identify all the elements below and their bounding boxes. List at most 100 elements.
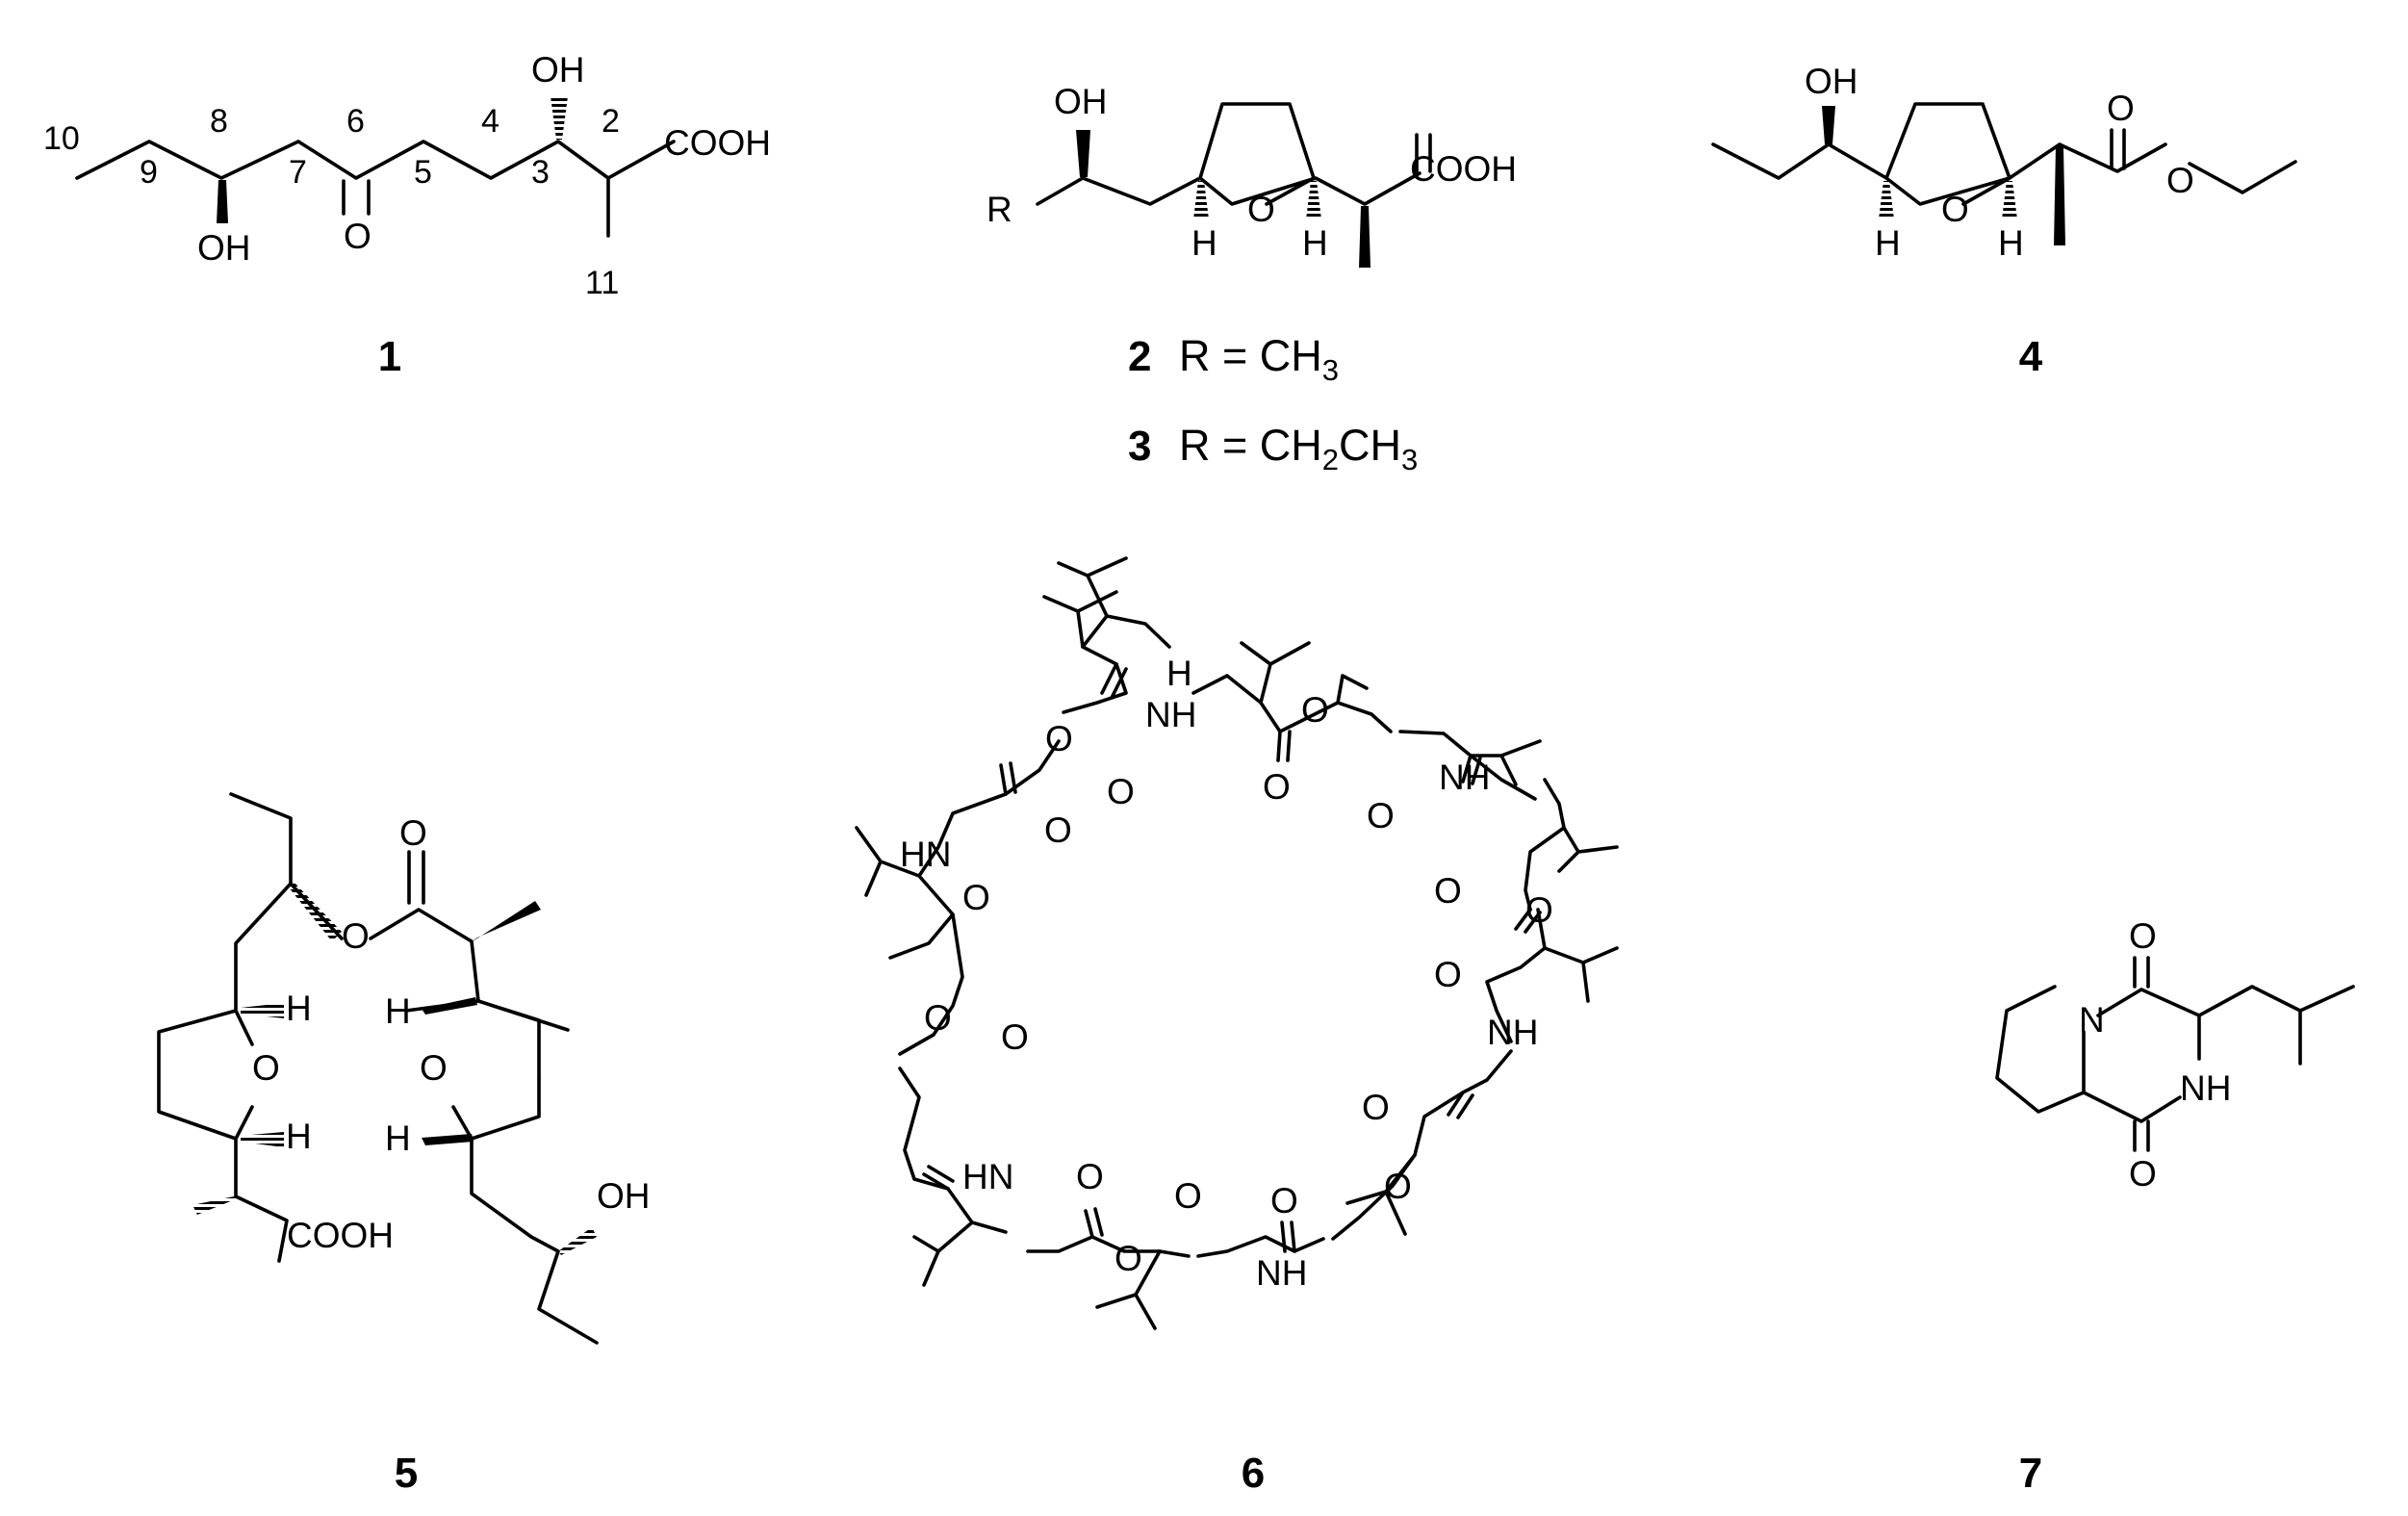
compound-1-structure: OH O OH COOH 10 9 8 7 6 5 4 3 2 11	[43, 50, 771, 301]
compound-2-3-bonds	[1036, 102, 1422, 206]
carbonyl-oxygen-label-7a: O	[2129, 916, 2157, 956]
c3-hydroxyl-label: OH	[531, 50, 585, 90]
caption-compound-2: 2 R = CH3	[1128, 331, 1339, 387]
ring-oxygen-label-2: O	[1247, 190, 1275, 229]
caption-compound-3-text: R = CH2CH3	[1179, 421, 1418, 476]
ring-h-hash-left-4	[1879, 181, 1894, 219]
ring-nitrogen-label-7: N	[2079, 1000, 2105, 1040]
carbonyl-oxygen-label-6k: O	[962, 878, 990, 917]
methyl-wedge-5	[470, 901, 541, 943]
ring-h-right-label-4: H	[1998, 223, 2024, 263]
carbonyl-oxygen-label-6l: O	[1001, 1017, 1029, 1057]
ester-carbonyl-bond-2	[1415, 133, 1432, 173]
ring-h-hash-right-4	[2002, 181, 2017, 219]
caption-compound-2-text: R = CH3	[1179, 331, 1339, 387]
caption-compound-2-number: 2	[1128, 333, 1151, 380]
ester-carbonyl-bond-4	[2110, 128, 2126, 170]
locant-10: 10	[43, 120, 80, 157]
caption-3-r-group-b: CH	[1339, 421, 1401, 470]
ring-h-right-label-2: H	[1302, 223, 1328, 263]
carbonyl-oxygen-label-6i: O	[1174, 1176, 1202, 1216]
ester-oxygen-label-6c: O	[1525, 890, 1553, 930]
c6-carbonyl-bond	[342, 179, 371, 216]
ester-oxygen-label-6f: O	[924, 998, 952, 1038]
locant-3: 3	[531, 154, 550, 191]
amide-hn-label-6e: HN	[962, 1157, 1013, 1196]
locant-11: 11	[585, 265, 619, 301]
caption-2-r-group: R = CH	[1179, 331, 1322, 380]
ring-oxygen-left-label-5: O	[252, 1048, 280, 1088]
ring-h-label-5b: H	[286, 1117, 312, 1156]
locant-5: 5	[414, 154, 432, 191]
hydroxyl-wedge-4	[1822, 106, 1835, 144]
compound-2-3-structure: R OH O H H COOH	[986, 82, 1517, 268]
carboxylic-acid-label: COOH	[664, 123, 771, 163]
carbonyl-oxygen-label-6d: O	[1367, 796, 1395, 835]
carbonyl-oxygen-label-4: O	[2107, 89, 2135, 128]
ring-oxygen-label-4: O	[1941, 190, 1969, 229]
ring-h-hash-right-2	[1306, 181, 1321, 219]
ring-h-left-label-4: H	[1875, 223, 1901, 263]
ring-h-label-5d: H	[385, 1118, 411, 1158]
caption-compound-6: 6	[1242, 1450, 1265, 1497]
amide-nh-label-6b: NH	[1439, 758, 1490, 797]
caption-3-subscript-b: 3	[1401, 443, 1418, 476]
methyl-hash-5	[192, 1196, 238, 1215]
compound-7-carbonyl-bonds	[2133, 956, 2150, 1152]
carbonyl-oxygen-label-6e: O	[1434, 871, 1462, 911]
ring-h-wedge-5b	[422, 1134, 474, 1145]
hydroxyl-hash-5	[558, 1227, 597, 1255]
c3-hash-bond	[551, 96, 568, 140]
carbonyl-oxygen-label-6j: O	[1076, 1157, 1104, 1196]
c6-carbonyl-oxygen-label: O	[344, 217, 371, 256]
ring-h-wedge-5a	[422, 997, 477, 1015]
carbonyl-oxygen-label-6c: O	[1263, 767, 1291, 807]
carbonyl-oxygen-label-7b: O	[2129, 1154, 2157, 1194]
ester-oxygen-label-6e: O	[1114, 1239, 1142, 1278]
ring-h-left-label-2: H	[1191, 223, 1217, 263]
locant-7: 7	[289, 154, 307, 191]
r-group-label-2: R	[986, 190, 1012, 229]
ring-h-label-5a: H	[286, 989, 312, 1028]
compound-4-bonds	[1711, 102, 2297, 206]
carbonyl-oxygen-label-6g: O	[1362, 1088, 1390, 1127]
carbonyl-oxygen-label-6b: O	[1107, 772, 1135, 811]
hydroxyl-label-4: OH	[1805, 62, 1858, 101]
amide-nh-label-7: NH	[2180, 1068, 2231, 1108]
locant-8: 8	[210, 103, 228, 140]
locant-6: 6	[346, 103, 365, 140]
caption-compound-5: 5	[395, 1450, 418, 1497]
locant-9: 9	[140, 154, 158, 191]
caption-compound-3: 3 R = CH2CH3	[1128, 421, 1418, 476]
ring-h-label-5c: H	[385, 991, 411, 1031]
ring-h-hash-left-2	[1193, 181, 1209, 219]
compound-5-left-bonds	[157, 792, 293, 1263]
ring-h-hash-5a	[241, 1003, 284, 1018]
locant-2: 2	[602, 103, 620, 140]
carboxylic-acid-label-2: COOH	[1410, 149, 1517, 189]
compound-7-structure: N NH O O	[1995, 916, 2355, 1194]
carbonyl-oxygen-label-6f: O	[1434, 955, 1462, 994]
ester-oxygen-label-6b: O	[1301, 690, 1329, 730]
caption-3-subscript-a: 2	[1322, 443, 1339, 476]
caption-compound-4: 4	[2019, 333, 2043, 380]
amide-nh-label-6c: NH	[1487, 1013, 1538, 1052]
c8-wedge-bond	[217, 180, 228, 223]
locant-4: 4	[481, 103, 500, 140]
caption-compound-7: 7	[2019, 1450, 2042, 1497]
carbonyl-oxygen-label-6a: O	[1044, 810, 1072, 850]
compound-6-carbonyl-bonds	[922, 662, 1542, 1253]
amide-nh-label-6d: NH	[1256, 1253, 1307, 1293]
compound-6-structure: NH H NH NH NH HN HN O O O O O O O O O O …	[855, 556, 1619, 1330]
hydroxyl-label-5: OH	[597, 1176, 651, 1216]
amide-nh-label-6a: NH	[1145, 695, 1196, 734]
caption-compound-1: 1	[378, 333, 401, 380]
compound-5-carbonyl-bond	[407, 850, 425, 905]
hydroxyl-wedge-2	[1076, 130, 1090, 177]
caption-compound-3-number: 3	[1128, 423, 1151, 470]
compound-4-structure: OH O H H O O	[1711, 62, 2297, 263]
ring-oxygen-right-label-5: O	[420, 1048, 448, 1088]
caption-2-subscript: 3	[1322, 353, 1339, 387]
methyl-wedge-2	[1359, 206, 1371, 268]
